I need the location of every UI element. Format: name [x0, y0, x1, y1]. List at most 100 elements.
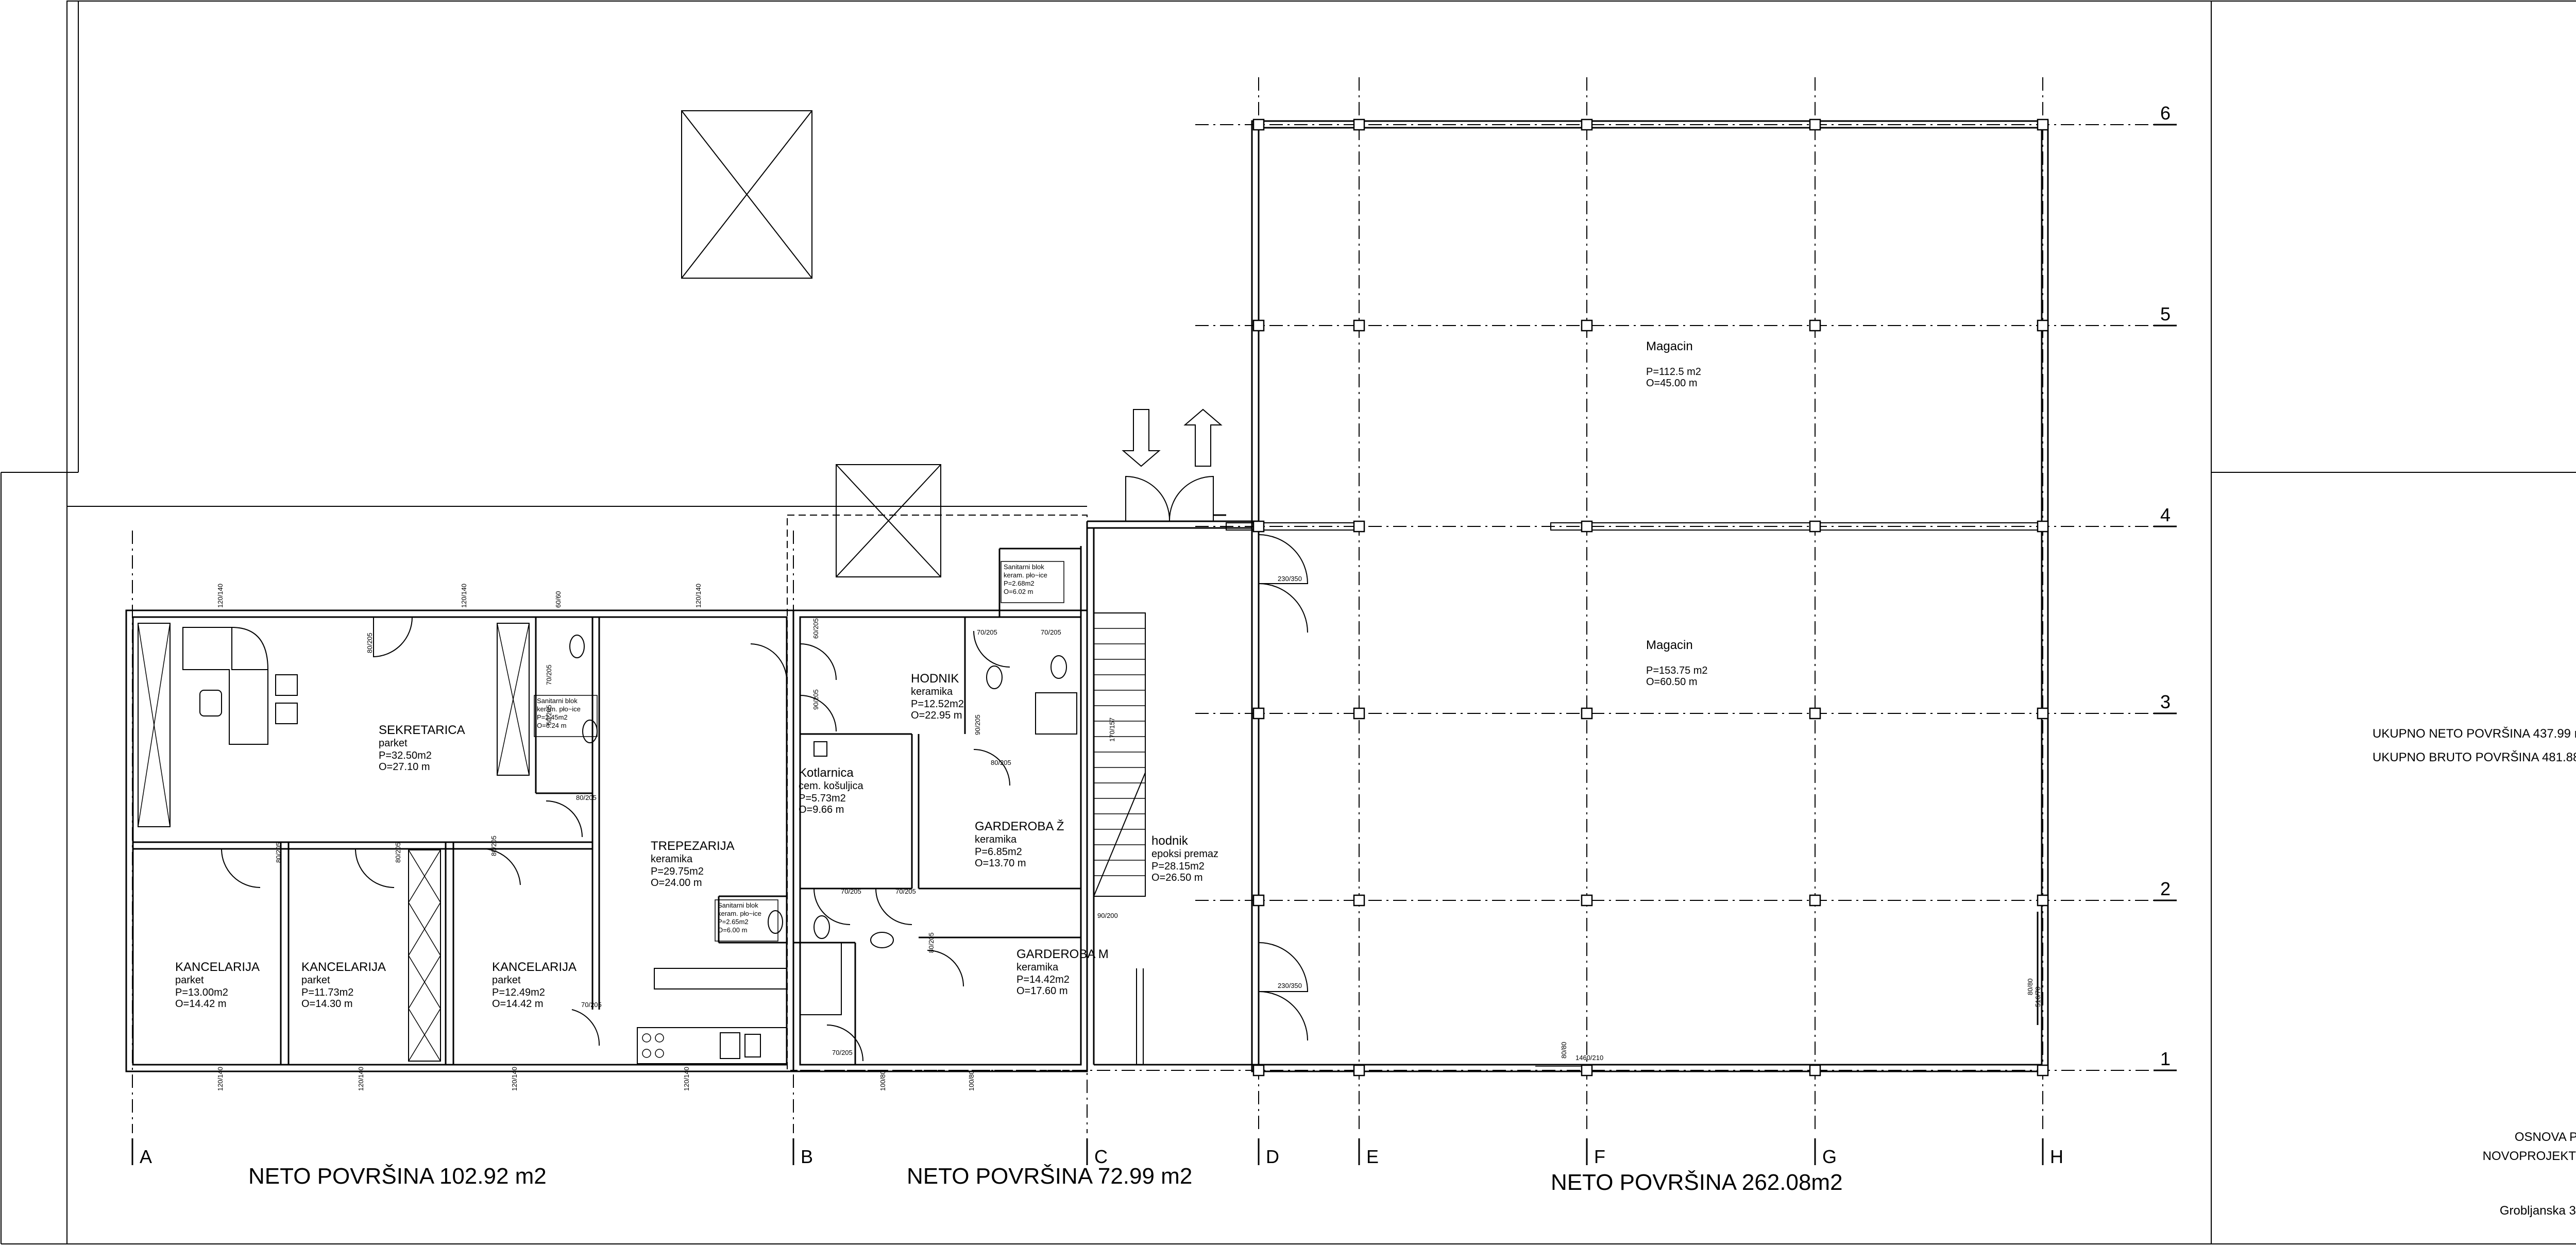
axis-g: G — [1814, 77, 1837, 1167]
middle-block-walls — [787, 515, 1088, 1072]
room-area: P=28.15m2 — [1151, 861, 1205, 872]
dimension-tag: 100/80 — [879, 1070, 887, 1091]
room-perimeter: O=9.66 m — [799, 804, 844, 815]
dimension-tag: 80/205 — [366, 633, 374, 653]
room-floor: epoksi premaz — [1151, 848, 1218, 860]
dimension-tag: 230/350 — [1278, 982, 1302, 989]
axis-label: G — [1822, 1146, 1837, 1167]
column — [1581, 118, 1593, 131]
dimension-tag: 70/205 — [545, 664, 553, 685]
sanitary-floor: keram. pło~ice — [718, 910, 761, 917]
column — [1809, 1064, 1821, 1077]
axis-d: D — [1258, 77, 1279, 1167]
axis-3: 3 — [1195, 691, 2177, 714]
sanitary-area: P=2.68m2 — [1004, 579, 1035, 587]
dimension-tag: 80/205 — [275, 842, 282, 863]
axis-c: C — [1086, 1030, 1108, 1167]
address-label: Grobljanska 37, Pančevo — [2500, 1204, 2576, 1218]
room-floor: keramika — [1016, 962, 1059, 973]
dimension-tag: 80/205 — [576, 794, 597, 801]
room-name: Magacin — [1646, 339, 1693, 353]
room-area: P=11.73m2 — [301, 987, 353, 998]
column — [1252, 319, 1265, 332]
room-perimeter: O=14.42 m — [175, 998, 227, 1010]
dimension-tag: 70/205 — [977, 628, 997, 636]
column — [1353, 707, 1365, 720]
opening-dimension-tags: 120/140 120/140 60/60 120/140 80/205 70/205 60… — [216, 575, 2042, 1091]
room-floor: parket — [379, 738, 408, 749]
sanitary-floor: keram. pło~ice — [1004, 571, 1047, 579]
room-floor: cem. košuljica — [799, 780, 863, 792]
room-area: P=13.00m2 — [175, 987, 228, 998]
sanitary-perimeter: O=6.00 m — [718, 926, 747, 934]
dimension-tag: 90/205 — [974, 714, 981, 735]
sanitary-title: Sanitarni blok — [537, 697, 578, 705]
column — [2037, 118, 2049, 131]
room-name: HODNIK — [911, 672, 959, 686]
room-area: P=112.5 m2 — [1646, 366, 1701, 378]
dimension-tag: 60/60 — [554, 591, 562, 608]
column — [2037, 520, 2049, 533]
warehouse-walls — [1226, 120, 2049, 1072]
room-area: P=12.52m2 — [911, 698, 964, 710]
dimension-tag: 60/205 — [545, 705, 553, 725]
room-perimeter: O=60.50 m — [1646, 676, 1698, 688]
room-name: SEKRETARICA — [379, 723, 465, 737]
axis-2: 2 — [1195, 878, 2177, 901]
axis-label: 5 — [2160, 303, 2171, 325]
dimension-tag: 1460/210 — [1575, 1054, 1603, 1062]
axis-5: 5 — [1195, 303, 2177, 327]
sanitary-floor: keram. pło~ice — [537, 705, 581, 713]
dimension-tag: 80/80 — [2026, 978, 2034, 995]
column — [1581, 319, 1593, 332]
structural-columns — [1252, 118, 2049, 1077]
room-name: GARDEROBA M — [1016, 947, 1109, 961]
column — [1581, 894, 1593, 907]
room-perimeter: O=45.00 m — [1646, 378, 1698, 389]
sanitary-area: P=2.65m2 — [718, 918, 749, 926]
column — [2037, 1064, 2049, 1077]
column — [1252, 520, 1265, 533]
axis-label: 6 — [2160, 103, 2171, 124]
dimension-tag: 120/140 — [694, 584, 702, 608]
dimension-tag: 70/205 — [841, 887, 861, 895]
title-line-1: OSNOVA PRIZEMLJA — [2515, 1130, 2576, 1144]
dimension-tag: 120/140 — [216, 1067, 224, 1091]
neto-2-label: NETO POVRŠINA 72.99 m2 — [907, 1163, 1192, 1189]
room-perimeter: O=27.10 m — [379, 761, 430, 773]
sanitary-area: P=2.45m2 — [537, 713, 568, 721]
column — [2037, 319, 2049, 332]
axis-label: B — [801, 1146, 813, 1167]
room-floor: parket — [492, 975, 521, 986]
dimension-tag: 70/205 — [1041, 628, 1061, 636]
axis-label: 2 — [2160, 878, 2171, 899]
axis-label: E — [1366, 1146, 1379, 1167]
dimension-tag: 90/200 — [1097, 912, 1118, 919]
dimension-tag: 120/140 — [357, 1067, 365, 1091]
room-area: P=14.42m2 — [1016, 974, 1070, 985]
dimension-tag: 70/205 — [832, 1049, 853, 1056]
dimension-tag: 60/205 — [812, 618, 820, 639]
dimension-tag: 100/80 — [968, 1070, 975, 1091]
column — [1809, 894, 1821, 907]
column — [1353, 894, 1365, 907]
room-area: P=29.75m2 — [651, 866, 704, 877]
